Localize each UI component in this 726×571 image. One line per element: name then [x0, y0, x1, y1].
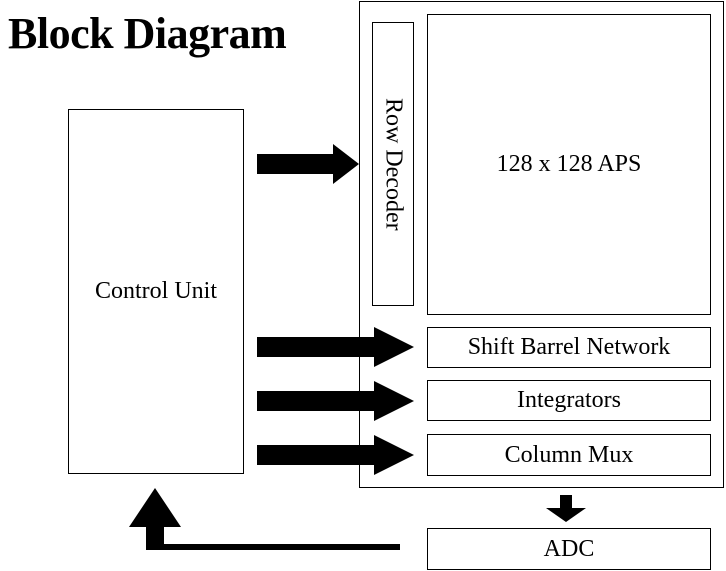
integrators-block: Integrators [427, 380, 711, 421]
shift-barrel-label: Shift Barrel Network [467, 334, 671, 360]
arrow-to-column-mux [257, 435, 414, 475]
arrow-to-adc [546, 495, 586, 522]
arrow-to-shift-barrel [257, 327, 414, 367]
diagram-title: Block Diagram [8, 9, 287, 58]
arrow-to-integrators [257, 381, 414, 421]
arrow-to-row-decoder [257, 144, 359, 184]
control-unit-block: Control Unit [68, 109, 244, 474]
shift-barrel-block: Shift Barrel Network [427, 327, 711, 368]
adc-label: ADC [543, 535, 595, 562]
aps-label: 128 x 128 APS [496, 151, 642, 177]
row-decoder-label: Row Decoder [380, 97, 407, 231]
arrow-adc-to-control-unit [129, 488, 400, 550]
aps-block: 128 x 128 APS [427, 14, 711, 315]
adc-block: ADC [427, 528, 711, 570]
column-mux-block: Column Mux [427, 434, 711, 476]
integrators-label: Integrators [517, 387, 621, 413]
control-unit-label: Control Unit [94, 278, 217, 304]
column-mux-label: Column Mux [504, 441, 634, 468]
row-decoder-block: Row Decoder [372, 22, 414, 306]
